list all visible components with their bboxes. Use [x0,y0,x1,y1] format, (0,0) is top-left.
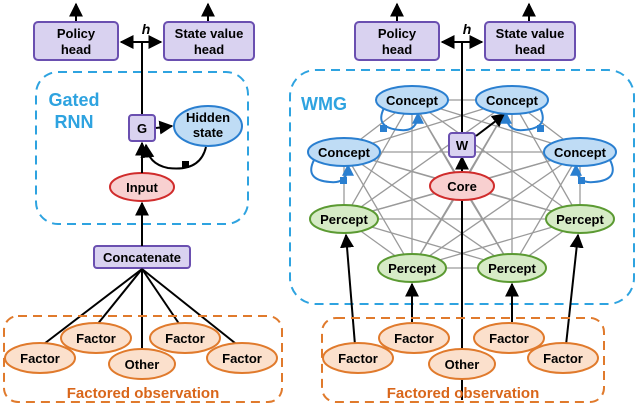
right-core-node: Core [429,171,495,201]
svg-text:state: state [193,125,223,140]
left-module-label-2: RNN [55,112,94,132]
svg-text:State value: State value [496,26,565,41]
svg-text:Concept: Concept [554,145,607,160]
right-concept-2: Concept [475,85,549,115]
right-module-label: WMG [301,94,347,114]
left-hidden-state: Hidden state [173,105,243,147]
svg-text:head: head [382,42,412,57]
left-g-gate: G [128,114,156,142]
right-concept-3: Concept [307,137,381,167]
left-factor-2: Factor [60,322,132,354]
svg-text:Other: Other [445,357,480,372]
right-concept-4: Concept [543,137,617,167]
left-factor-1: Factor [4,342,76,374]
right-percept-3: Percept [377,253,447,283]
right-percept-4: Percept [477,253,547,283]
graph-edge [511,99,581,220]
right-state-value-head: State value head [484,21,576,61]
right-percept-1: Percept [309,204,379,234]
svg-text:head: head [61,42,91,57]
left-state-value-head: State value head [163,21,255,61]
svg-text:head: head [194,42,224,57]
right-h-label: h [463,21,472,37]
left-factor-4: Factor [206,342,278,374]
svg-text:Factor: Factor [394,331,434,346]
left-panel: Policy head State value head h Gated RNN… [3,2,283,403]
svg-text:Policy: Policy [57,26,96,41]
svg-text:Factor: Factor [543,351,583,366]
svg-text:Factor: Factor [489,331,529,346]
svg-text:Factor: Factor [165,331,205,346]
svg-text:Factor: Factor [76,331,116,346]
right-w-node: W [448,132,476,158]
right-concept-1: Concept [375,85,449,115]
right-panel: Policy head State value head h WMG W [289,2,635,403]
svg-text:Percept: Percept [488,261,536,276]
right-wmg-box [289,69,635,305]
left-policy-head: Policy head [33,21,119,61]
right-factor-3: Factor [473,322,545,354]
right-policy-head: Policy head [354,21,440,61]
svg-text:Factor: Factor [222,351,262,366]
svg-text:Hidden: Hidden [186,110,230,125]
left-h-label: h [142,21,151,37]
svg-text:Concept: Concept [486,93,539,108]
right-observation-label: Factored observation [387,385,540,402]
svg-text:State value: State value [175,26,244,41]
svg-text:Policy: Policy [378,26,417,41]
svg-text:W: W [456,138,469,153]
svg-text:Concatenate: Concatenate [103,250,181,265]
left-observation-box [3,315,283,403]
left-factor-3: Factor [149,322,221,354]
right-percept-2: Percept [545,204,615,234]
svg-text:Other: Other [125,357,160,372]
left-observation-label: Factored observation [67,385,220,402]
left-module-label-1: Gated [48,90,99,110]
svg-text:Factor: Factor [338,351,378,366]
left-concatenate: Concatenate [93,245,191,269]
right-factor-1: Factor [322,342,394,374]
svg-text:Core: Core [447,179,477,194]
graph-edge [411,151,581,269]
svg-text:Input: Input [126,180,158,195]
svg-text:Concept: Concept [318,145,371,160]
right-factor-4: Factor [527,342,599,374]
right-other: Other [428,348,496,380]
right-observation-box [321,317,605,403]
right-factor-2: Factor [378,322,450,354]
graph-edge [343,99,413,220]
left-other: Other [108,348,176,380]
svg-text:head: head [515,42,545,57]
svg-text:Percept: Percept [320,212,368,227]
svg-text:G: G [137,121,147,136]
svg-text:Factor: Factor [20,351,60,366]
graph-edge [343,151,513,269]
left-input-node: Input [109,172,175,202]
svg-text:Concept: Concept [386,93,439,108]
svg-text:Percept: Percept [388,261,436,276]
svg-text:Percept: Percept [556,212,604,227]
